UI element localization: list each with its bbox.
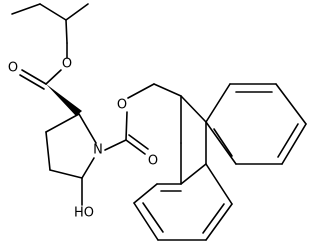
hydroxyl-group: HO bbox=[74, 177, 94, 221]
bond bbox=[125, 111, 128, 141]
bond bbox=[153, 83, 182, 97]
bond bbox=[205, 203, 233, 241]
aromatic-inner-bond bbox=[213, 128, 233, 157]
ring-nitrogen-label: N bbox=[93, 143, 103, 158]
bond bbox=[39, 3, 67, 21]
ester-oxygen-alkyl-label: O bbox=[62, 57, 72, 72]
bond bbox=[78, 113, 97, 144]
fluorenyl-group bbox=[133, 83, 307, 241]
pyrrolidine-ring: N bbox=[45, 113, 103, 179]
bond bbox=[45, 69, 62, 85]
double-bond bbox=[128, 134, 149, 150]
bond bbox=[133, 202, 159, 241]
ester-group: O O bbox=[8, 57, 72, 90]
bond bbox=[45, 131, 51, 171]
sec-butyl-group bbox=[11, 3, 89, 59]
bond bbox=[205, 83, 231, 123]
bond bbox=[49, 169, 83, 179]
bond bbox=[180, 163, 207, 185]
bond bbox=[205, 121, 237, 165]
double-bond bbox=[19, 74, 45, 90]
bond bbox=[11, 3, 41, 15]
hydroxyl-label: HO bbox=[74, 206, 94, 221]
carbamate-oxygen-link-label: O bbox=[117, 98, 127, 113]
aromatic-inner-bond bbox=[142, 202, 164, 233]
bond bbox=[205, 163, 233, 205]
bond bbox=[104, 139, 127, 151]
double-bond bbox=[125, 139, 146, 155]
bond bbox=[281, 123, 307, 165]
carbamate-carbonyl-oxygen-label: O bbox=[148, 154, 158, 169]
carbamate-group: O O bbox=[104, 83, 182, 169]
bond bbox=[65, 19, 68, 44]
bond bbox=[81, 157, 95, 179]
bond bbox=[127, 83, 155, 99]
bond bbox=[133, 183, 158, 204]
bond bbox=[45, 113, 80, 133]
stereo-wedge-bond bbox=[46, 84, 82, 116]
ester-carbonyl-oxygen-label: O bbox=[8, 61, 18, 76]
bond bbox=[65, 3, 89, 21]
bond bbox=[180, 95, 207, 123]
bond bbox=[275, 83, 307, 125]
double-bond bbox=[21, 69, 47, 85]
aromatic-inner-bond bbox=[277, 123, 299, 158]
aromatic-inner-bond bbox=[202, 203, 225, 234]
